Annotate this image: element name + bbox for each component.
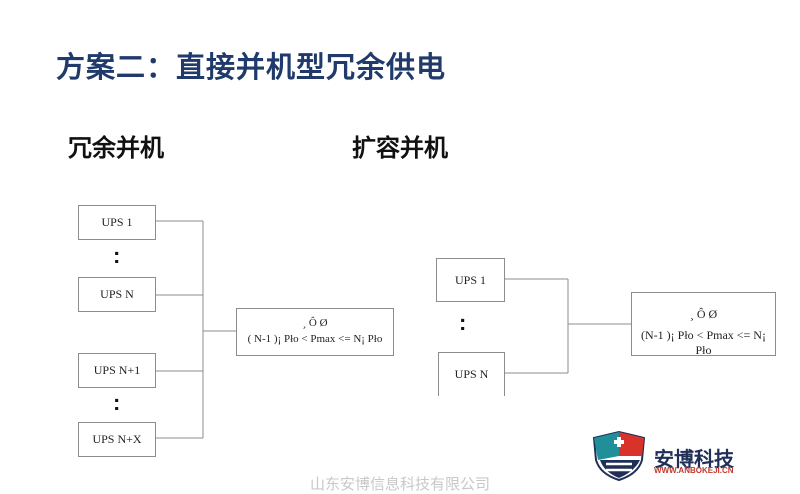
redundant-parallel-heading: 冗余并机 bbox=[68, 134, 164, 162]
load-condition: (N-1 )¡ Pło < Pmax <= N¡ Pło bbox=[641, 328, 766, 357]
load-box-right: ¸ Ô Ø (N-1 )¡ Pło < Pmax <= N¡ Pło bbox=[631, 292, 776, 357]
ups-box-n-plus-1: UPS N+1 bbox=[78, 353, 156, 388]
ups-box-1: UPS 1 bbox=[78, 205, 156, 240]
load-condition: ( N-1 )¡ Pło < Pmax <= N¡ Pło bbox=[247, 333, 383, 345]
load-label: ¸ Ô Ø bbox=[689, 307, 718, 321]
load-label: ¸ Ô Ø bbox=[302, 317, 328, 329]
ellipsis-dots: : bbox=[113, 390, 121, 415]
capacity-parallel-heading: 扩容并机 bbox=[352, 134, 448, 162]
ellipsis-dots: : bbox=[459, 310, 467, 335]
ellipsis-dots: : bbox=[113, 243, 121, 268]
ups-box-n: UPS N bbox=[78, 277, 156, 312]
page-title: 方案二：直接并机型冗余供电 bbox=[56, 50, 447, 84]
footer-company-name: 山东安博信息科技有限公司 bbox=[309, 475, 490, 493]
ups-box-n-plus-x: UPS N+X bbox=[78, 422, 156, 457]
logo-url: WWW.ANBOKEJI.CN bbox=[654, 466, 734, 475]
load-box-left: ¸ Ô Ø ( N-1 )¡ Pło < Pmax <= N¡ Pło bbox=[236, 308, 394, 356]
ups-box-n: UPS N bbox=[438, 352, 505, 396]
anboke-shield-logo-icon bbox=[592, 430, 646, 482]
ups-box-1: UPS 1 bbox=[436, 258, 505, 302]
logo-name: 安博科技 bbox=[654, 447, 734, 471]
